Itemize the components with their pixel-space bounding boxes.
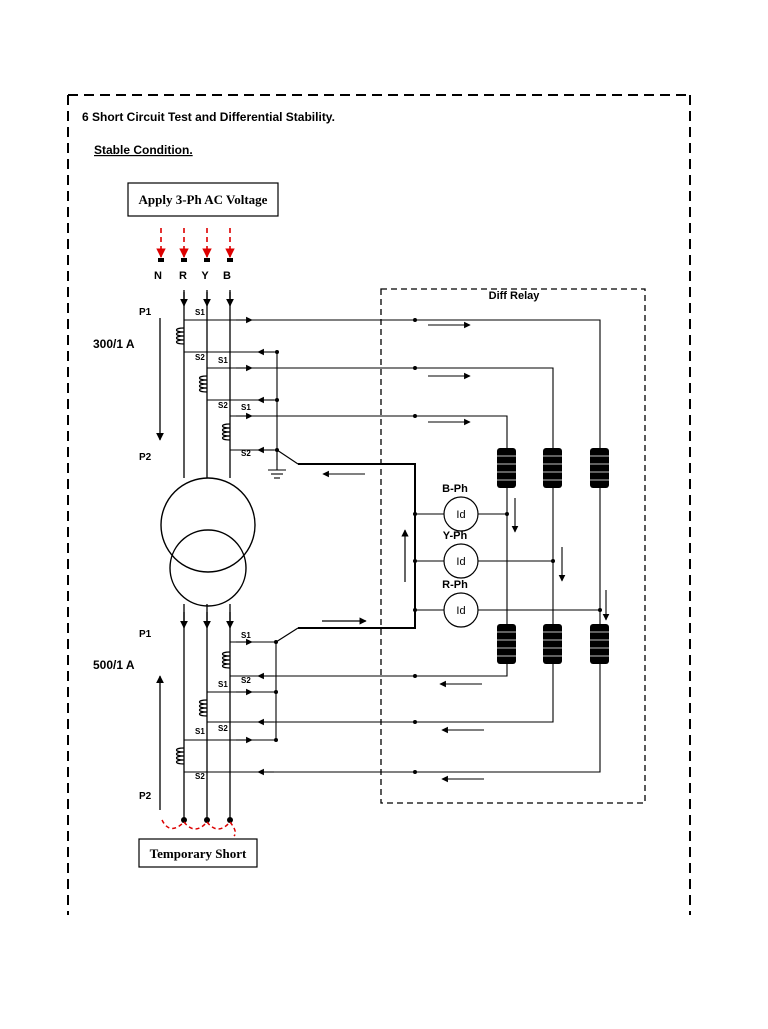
- short-links: [161, 819, 237, 837]
- lv-wiring-arrows: [236, 638, 484, 783]
- transformer-secondary-winding: [169, 529, 247, 607]
- id-element-r-icon: [443, 592, 479, 628]
- hv-wiring-arrows: [236, 316, 471, 478]
- supply-arrows: [156, 228, 235, 258]
- hv-s2-label-y: S2: [218, 401, 228, 410]
- diff-relay-title: Diff Relay: [489, 290, 541, 302]
- relay-junction-dots: [413, 512, 602, 612]
- diff-element-y: Y-Ph Id: [443, 530, 479, 579]
- hv-s1-label-y: S1: [218, 356, 228, 365]
- lv-s2-label-r: S2: [195, 772, 205, 781]
- lv-ct-ratio: 500/1 A: [93, 658, 135, 672]
- lv-s1-label-b: S1: [241, 631, 251, 640]
- id-element-y-icon: [443, 543, 479, 579]
- terminal-label-r: R: [179, 270, 187, 282]
- diff-element-b: B-Ph Id: [442, 483, 479, 532]
- temporary-short-box: [138, 838, 258, 868]
- hv-p1-label: P1: [139, 307, 152, 318]
- terminal-label-n: N: [154, 270, 162, 282]
- hv-junction-dots: [275, 318, 417, 452]
- hv-p2-label: P2: [139, 452, 152, 463]
- section-subheading: Stable Condition.: [94, 143, 193, 157]
- hv-s2-label-r: S2: [195, 353, 205, 362]
- hv-s2-label-b: S2: [241, 449, 251, 458]
- diff-element-r: R-Ph Id: [442, 579, 479, 628]
- relay-branch-arrows: [511, 498, 610, 621]
- page-frame: [67, 94, 691, 915]
- section-heading: 6 Short Circuit Test and Differential St…: [82, 110, 335, 124]
- lv-p1-label: P1: [139, 629, 152, 640]
- hv-conductor-arrows: [180, 292, 234, 307]
- diff-element-y-symbol: Id: [456, 556, 465, 568]
- hv-ct-coils: [175, 327, 231, 441]
- diff-relay-box: [380, 288, 646, 804]
- diff-element-y-label: Y-Ph: [443, 530, 468, 542]
- lv-ct-coils: [175, 651, 231, 765]
- diff-element-r-symbol: Id: [456, 605, 465, 617]
- lv-conductor-arrows: [180, 612, 234, 629]
- supply-box: [127, 182, 279, 217]
- relay-coil-windings: [497, 455, 609, 657]
- lv-s1-label-y: S1: [218, 680, 228, 689]
- hv-s1-label-b: S1: [241, 403, 251, 412]
- neutral-bus: [298, 463, 416, 629]
- terminal-label-y: Y: [201, 270, 209, 282]
- supply-box-label: Apply 3-Ph AC Voltage: [139, 192, 268, 207]
- lv-s2-label-y: S2: [218, 724, 228, 733]
- relay-bias-coils-upper: [497, 448, 609, 488]
- relay-internal-wiring: [415, 488, 601, 624]
- lv-s1-label-r: S1: [195, 727, 205, 736]
- lv-secondary-wiring: [184, 641, 601, 773]
- lv-conductors: [183, 604, 231, 818]
- id-element-b-icon: [443, 496, 479, 532]
- temporary-short-label: Temporary Short: [150, 846, 247, 861]
- short-terminals: [181, 817, 233, 823]
- relay-bias-coils-lower: [497, 624, 609, 664]
- diff-element-r-label: R-Ph: [442, 579, 468, 591]
- hv-s1-label-r: S1: [195, 308, 205, 317]
- diff-element-b-symbol: Id: [456, 509, 465, 521]
- hv-ct-ratio: 300/1 A: [93, 337, 135, 351]
- diff-element-b-label: B-Ph: [442, 483, 468, 495]
- lv-junction-dots: [274, 640, 417, 774]
- supply-terminals: [158, 258, 233, 262]
- hv-ct-terminal-labels: S1 S2 S1 S2 S1 S2: [195, 308, 251, 458]
- lv-star-link: [275, 627, 299, 643]
- lv-ct-terminal-labels: S1 S2 S1 S2 S1 S2: [195, 631, 251, 781]
- terminal-label-b: B: [223, 270, 231, 282]
- lv-s2-label-b: S2: [241, 676, 251, 685]
- lv-p2-label: P2: [139, 791, 152, 802]
- transformer-primary-winding: [160, 477, 256, 573]
